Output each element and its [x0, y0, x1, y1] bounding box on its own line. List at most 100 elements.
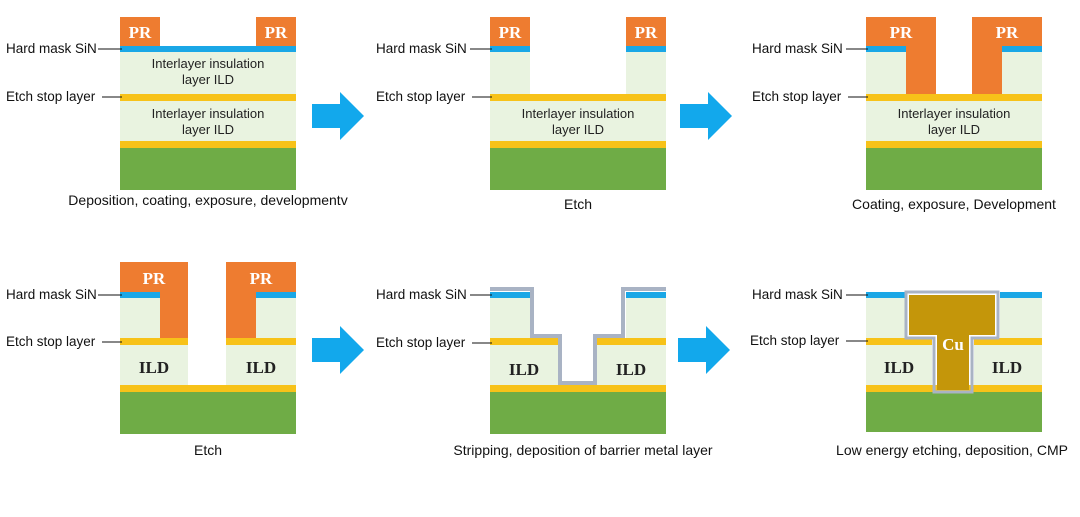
barrier-metal-layer — [904, 290, 1000, 394]
hard-mask-label: Hard mask SiN — [6, 287, 97, 302]
step-3: PR PR Interlayer insulation layer ILD Ha… — [752, 17, 1056, 212]
hard-mask-right — [626, 46, 666, 52]
ild-block-left — [120, 345, 188, 385]
ild-label-lower-line2: layer ILD — [552, 122, 604, 137]
hard-mask-label: Hard mask SiN — [376, 287, 467, 302]
ild-label-left: ILD — [139, 358, 169, 377]
ild-label-lower-line1: Interlayer insulation — [152, 106, 265, 121]
ild-pillar-left — [490, 298, 530, 338]
etch-stop-right — [226, 338, 296, 345]
ild-pillar-left — [866, 298, 906, 338]
pr-label-left: PR — [143, 269, 166, 288]
ild-block-right — [226, 345, 296, 385]
ild-pillar-right — [626, 298, 666, 338]
ild-label-upper-line2: layer ILD — [182, 72, 234, 87]
pr-label-right: PR — [635, 23, 658, 42]
hard-mask-left — [490, 292, 530, 298]
step-caption: Deposition, coating, exposure, developme… — [68, 192, 347, 208]
arrow-step2-to-step3 — [680, 92, 732, 140]
copper-fill — [909, 295, 995, 390]
pr-block-right — [972, 17, 1042, 94]
pr-block-right — [256, 17, 296, 46]
hard-mask-label: Hard mask SiN — [6, 41, 97, 56]
ild-block-right — [974, 345, 1042, 385]
pr-label-right: PR — [250, 269, 273, 288]
arrow-step4-to-step5 — [312, 326, 364, 374]
ild-label-left: ILD — [509, 360, 539, 379]
pr-label-left: PR — [890, 23, 913, 42]
etch-stop-label: Etch stop layer — [752, 89, 842, 104]
etch-stop-label: Etch stop layer — [6, 334, 96, 349]
etch-stop-left — [490, 338, 558, 345]
pr-label-left: PR — [129, 23, 152, 42]
ild-pillar-right — [1002, 52, 1042, 94]
etch-stop-label: Etch stop layer — [376, 335, 466, 350]
pr-block-left — [120, 262, 188, 338]
hard-mask-left — [866, 292, 906, 298]
ild-label-lower-line1: Interlayer insulation — [898, 106, 1011, 121]
hard-mask-left — [866, 46, 906, 52]
step-caption: Coating, exposure, Development — [852, 196, 1056, 212]
step-2: PR PR Interlayer insulation layer ILD Ha… — [376, 17, 666, 212]
substrate — [490, 392, 666, 434]
step-caption: Etch — [564, 196, 592, 212]
ild-pillar-right — [626, 52, 666, 94]
step-caption: Low energy etching, deposition, CMP — [836, 442, 1068, 458]
ild-label-lower-line2: layer ILD — [928, 122, 980, 137]
ild-pillar-right — [256, 298, 296, 338]
etch-stop-left — [866, 338, 932, 345]
cu-label: Cu — [942, 335, 964, 354]
etch-stop-label: Etch stop layer — [376, 89, 466, 104]
ild-pillar-left — [490, 52, 530, 94]
hard-mask-right — [256, 292, 296, 298]
ild-pillar-left — [866, 52, 906, 94]
step-caption: Etch — [194, 442, 222, 458]
pr-block-left — [866, 17, 936, 94]
ild-label-upper-line1: Interlayer insulation — [152, 56, 265, 71]
etch-stop-layer — [120, 94, 296, 101]
ild-label-lower-line1: Interlayer insulation — [522, 106, 635, 121]
step-6: Cu ILD ILD Hard mask SiN Etch stop layer… — [750, 287, 1068, 458]
step-1: PR PR Interlayer insulation layer ILD In… — [6, 17, 348, 208]
hard-mask-label: Hard mask SiN — [752, 41, 843, 56]
ild-label-right: ILD — [246, 358, 276, 377]
etch-stop-right — [596, 338, 666, 345]
step-5: ILD ILD Hard mask SiN Etch stop layer St… — [376, 287, 713, 458]
ild-pillar-right — [1000, 298, 1042, 338]
hard-mask-right — [1000, 292, 1042, 298]
ild-label-left: ILD — [884, 358, 914, 377]
hard-mask-layer — [120, 46, 296, 52]
arrow-step5-to-step6 — [678, 326, 730, 374]
arrow-step1-to-step2 — [312, 92, 364, 140]
pr-label-right: PR — [996, 23, 1019, 42]
pr-block-right — [626, 17, 666, 46]
etch-stop-left — [120, 338, 188, 345]
substrate — [120, 392, 296, 434]
hard-mask-right — [626, 292, 666, 298]
etch-stop-layer-bottom — [490, 141, 666, 148]
etch-stop-layer — [490, 94, 666, 101]
substrate — [120, 148, 296, 190]
etch-stop-right — [974, 338, 1042, 345]
pr-label-left: PR — [499, 23, 522, 42]
ild-layer-lower — [490, 101, 666, 141]
step-4: PR PR ILD ILD Hard mask SiN Etch stop la… — [6, 262, 296, 458]
hard-mask-label: Hard mask SiN — [376, 41, 467, 56]
pr-block-right — [226, 262, 296, 338]
hard-mask-left — [490, 46, 530, 52]
ild-layer-lower — [120, 101, 296, 141]
etch-stop-layer-bottom — [490, 385, 666, 392]
etch-stop-layer — [866, 94, 1042, 101]
ild-block-right — [596, 345, 666, 385]
pr-label-right: PR — [265, 23, 288, 42]
ild-layer-upper — [120, 52, 296, 94]
pr-block-left — [490, 17, 530, 46]
hard-mask-right — [1002, 46, 1042, 52]
ild-pillar-left — [120, 298, 160, 338]
ild-label-lower-line2: layer ILD — [182, 122, 234, 137]
ild-label-right: ILD — [992, 358, 1022, 377]
substrate — [490, 148, 666, 190]
etch-stop-layer-bottom — [120, 385, 296, 392]
etch-stop-layer-bottom — [120, 141, 296, 148]
